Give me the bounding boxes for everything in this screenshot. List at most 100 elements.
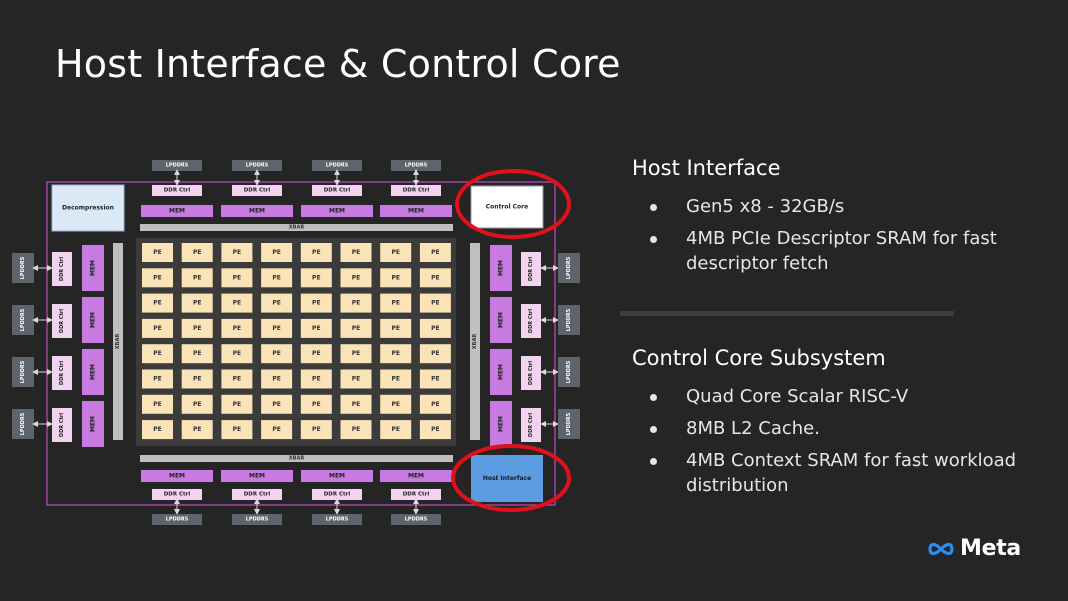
pe-cell-box — [340, 268, 372, 288]
pe-cell-label: PE — [193, 350, 202, 357]
mem-right-label: MEM — [498, 312, 505, 328]
pe-cell-box — [181, 420, 213, 440]
mem-bottom-label: MEM — [408, 473, 424, 480]
ddr-ctrl-top-box — [312, 185, 362, 196]
lpddr-bottom-label: LPDDR5 — [405, 517, 428, 523]
pe-cell-box — [181, 318, 213, 338]
pe-cell-box — [300, 344, 332, 364]
ddr-ctrl-top-label: DDR Ctrl — [164, 188, 191, 194]
mem-left-box — [82, 297, 104, 343]
bullet-item: Gen5 x8 - 32GB/s — [632, 194, 1052, 219]
bullet-item: 4MB Context SRAM for fast workload distr… — [632, 448, 1052, 498]
ddr-ctrl-left-box — [52, 356, 72, 390]
pe-cell-box — [142, 268, 173, 288]
lpddr-top-box — [391, 160, 441, 171]
pe-cell-box — [221, 293, 253, 313]
bullet-dot-icon — [650, 458, 657, 465]
pe-cell-label: PE — [233, 426, 242, 433]
pe-cell-box — [419, 268, 451, 288]
meta-infinity-icon — [928, 542, 954, 555]
ddr-ctrl-right-label: DDR Ctrl — [528, 309, 534, 333]
mem-top-box — [141, 205, 213, 217]
pe-cell-box — [419, 369, 451, 389]
pe-cell-box — [261, 318, 293, 338]
pe-cell-label: PE — [431, 376, 440, 383]
pe-cell-box — [340, 318, 372, 338]
pe-cell-label: PE — [153, 300, 162, 307]
mem-right-label: MEM — [498, 416, 505, 432]
pe-cell-label: PE — [153, 401, 162, 408]
ddr-ctrl-top-box — [232, 185, 282, 196]
pe-cell-box — [300, 369, 332, 389]
ddr-ctrl-top-box — [391, 185, 441, 196]
lpddr-left-box — [12, 409, 34, 439]
pe-cell-label: PE — [431, 401, 440, 408]
pe-cell-label: PE — [431, 300, 440, 307]
mem-right-label: MEM — [498, 364, 505, 380]
ddr-ctrl-bottom-label: DDR Ctrl — [324, 492, 351, 498]
pe-cell-box — [142, 420, 173, 440]
pe-cell-label: PE — [272, 274, 281, 281]
control-core-title: Control Core Subsystem — [632, 346, 886, 370]
pe-cell-box — [142, 394, 173, 414]
mem-top-box — [380, 205, 452, 217]
pe-cell-label: PE — [233, 249, 242, 256]
lpddr-bottom-box — [232, 514, 282, 525]
ddr-ctrl-left-label: DDR Ctrl — [59, 257, 65, 281]
pe-cell-label: PE — [431, 350, 440, 357]
pe-cell-label: PE — [391, 401, 400, 408]
pe-cell-box — [261, 268, 293, 288]
pe-cell-box — [142, 369, 173, 389]
ddr-ctrl-right-box — [521, 304, 541, 338]
mem-left-label: MEM — [90, 416, 97, 432]
pe-cell-box — [419, 243, 451, 262]
lpddr-left-label: LPDDR5 — [20, 256, 26, 279]
mem-top-box — [221, 205, 293, 217]
pe-cell-box — [300, 243, 332, 262]
pe-cell-label: PE — [352, 350, 361, 357]
ddr-ctrl-bottom-box — [152, 489, 202, 500]
pe-cell-label: PE — [233, 274, 242, 281]
pe-cell-label: PE — [312, 376, 321, 383]
pe-cell-label: PE — [352, 401, 361, 408]
mem-bottom-box — [301, 470, 373, 482]
pe-cell-label: PE — [312, 274, 321, 281]
pe-cell-box — [340, 420, 372, 440]
pe-cell-label: PE — [233, 325, 242, 332]
pe-cell-box — [181, 268, 213, 288]
pe-cell-box — [261, 369, 293, 389]
pe-cell-label: PE — [233, 300, 242, 307]
ddr-ctrl-right-label: DDR Ctrl — [528, 413, 534, 437]
pe-cell-label: PE — [312, 249, 321, 256]
control-core-block-label: Control Core — [486, 204, 528, 211]
pe-cell-box — [340, 293, 372, 313]
pe-cell-box — [380, 268, 412, 288]
pe-cell-label: PE — [153, 274, 162, 281]
lpddr-bottom-label: LPDDR5 — [326, 517, 349, 523]
pe-cell-label: PE — [352, 376, 361, 383]
pe-cell-box — [300, 420, 332, 440]
control-core-block-box — [470, 185, 544, 229]
pe-cell-label: PE — [391, 325, 400, 332]
pe-cell-label: PE — [153, 249, 162, 256]
bullet-item: 4MB PCIe Descriptor SRAM for fast descri… — [632, 226, 1052, 276]
control-core-section: Control Core Subsystem Quad Core Scalar … — [632, 346, 1052, 505]
pe-cell-box — [261, 243, 293, 262]
mem-left-label: MEM — [90, 312, 97, 328]
xbar-right-label: XBAR — [472, 334, 478, 350]
pe-cell-box — [380, 369, 412, 389]
mem-left-box — [82, 401, 104, 447]
pe-cell-label: PE — [352, 300, 361, 307]
pe-cell-box — [142, 318, 173, 338]
control-core-bullets: Quad Core Scalar RISC-V 8MB L2 Cache. 4M… — [632, 384, 1052, 498]
xbar-left-box — [113, 243, 123, 440]
mem-right-box — [490, 349, 512, 395]
mem-bottom-box — [380, 470, 452, 482]
chip-outline — [46, 181, 556, 506]
pe-cell-box — [261, 394, 293, 414]
mem-top-label: MEM — [249, 208, 265, 215]
lpddr-left-box — [12, 305, 34, 335]
pe-cell-box — [142, 293, 173, 313]
pe-cell-box — [181, 344, 213, 364]
pe-cell-label: PE — [272, 300, 281, 307]
